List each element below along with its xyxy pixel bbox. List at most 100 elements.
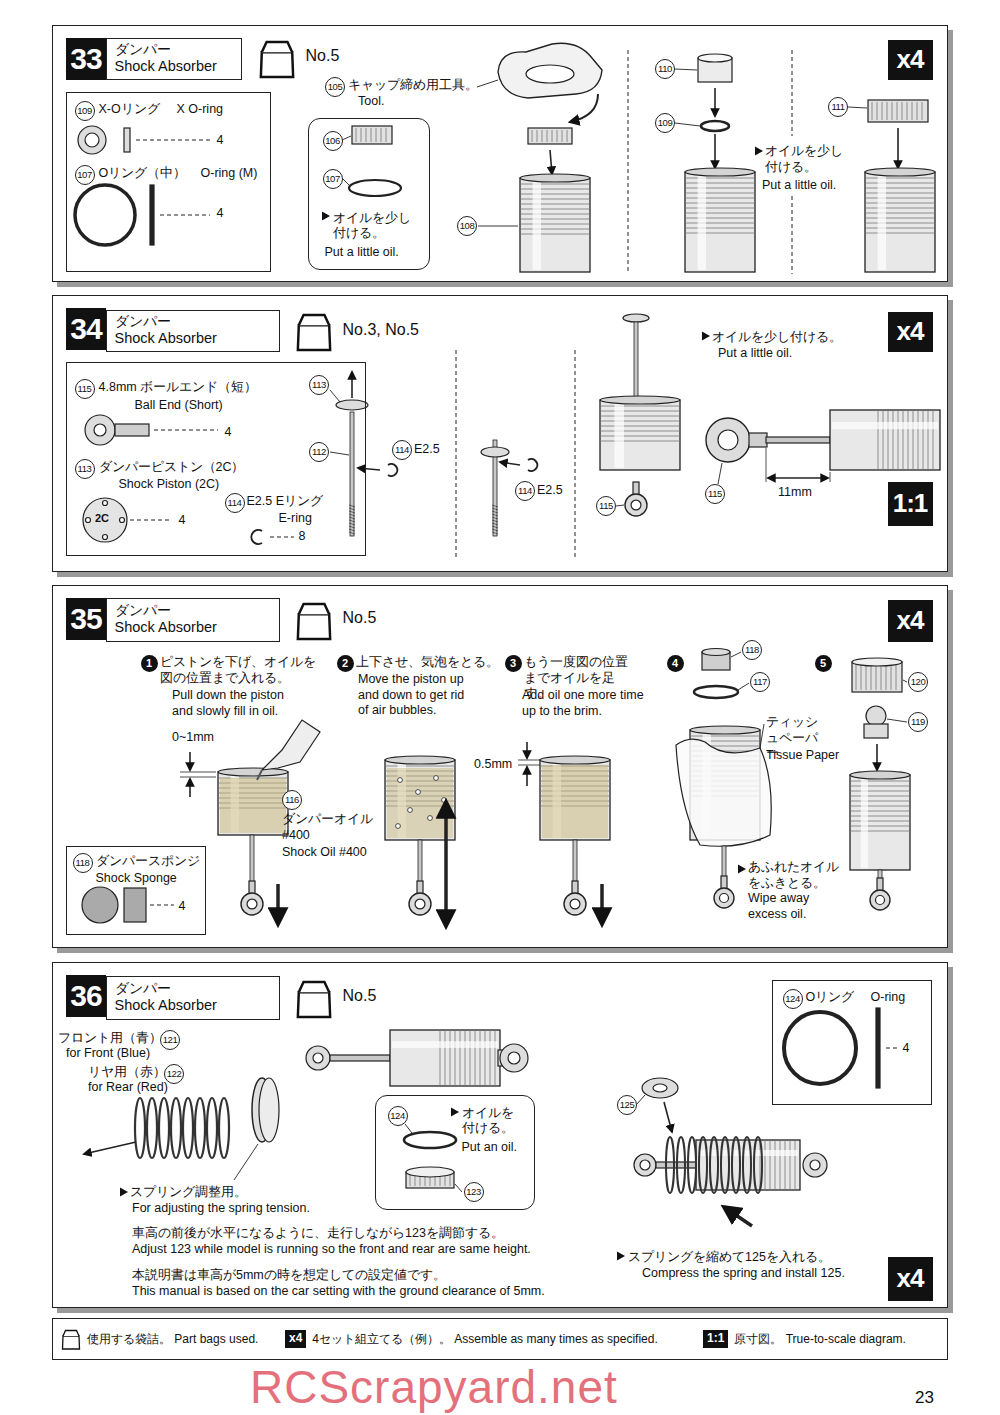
- arrow: [84, 1142, 136, 1154]
- note-text: スプリング調整用。: [130, 1185, 247, 1201]
- turn-arrow: [570, 94, 598, 122]
- detail-callout-box: 124オイルを付ける。Put an oil.123: [375, 1095, 535, 1210]
- cap-ridge: [376, 128, 377, 142]
- spring-coil: [207, 1098, 217, 1158]
- cap-ridge: [542, 130, 543, 142]
- body-ridge: [490, 1030, 491, 1086]
- note-text: Put an oil.: [462, 1140, 518, 1156]
- body-ridge: [460, 1030, 461, 1086]
- ball-end: [306, 1046, 330, 1070]
- note-text: Add oil one more time up to the brim.: [522, 688, 644, 719]
- bag-body: [297, 614, 329, 639]
- legend-text: 原寸図。 True-to-scale diagram.: [734, 1331, 906, 1348]
- body-ridge: [520, 219, 590, 220]
- arrow: [358, 468, 380, 470]
- ball-end-hole: [720, 894, 729, 903]
- body-highlight: [533, 180, 541, 270]
- body-ridge: [850, 796, 910, 797]
- body-ridge: [893, 410, 894, 470]
- callout-number: 115: [705, 484, 725, 504]
- dashed-line: [154, 430, 218, 431]
- cap-ridge: [562, 130, 563, 142]
- note-text: ダンパーオイル #400: [282, 812, 374, 843]
- dashed-line: [160, 215, 210, 216]
- count-badge: x4: [888, 40, 933, 80]
- cap-ridge: [552, 130, 553, 142]
- callout-number: 109: [655, 113, 675, 133]
- arrow: [714, 88, 716, 116]
- motion-arrow: [600, 884, 604, 924]
- body-top: [685, 168, 755, 176]
- piston: [336, 400, 368, 410]
- note-text: 8: [299, 529, 306, 545]
- body-ridge: [520, 184, 590, 185]
- dashed-line: [792, 196, 793, 274]
- count-text: x4: [897, 316, 924, 347]
- note-text: オイルを付ける。: [462, 1106, 524, 1137]
- bag-body: [260, 52, 292, 77]
- count-text: 1:1: [893, 488, 928, 519]
- callout-number: 109: [75, 101, 95, 121]
- body-ridge: [520, 204, 590, 205]
- step-title: ダンパー: [115, 42, 233, 58]
- body-ridge: [865, 228, 935, 229]
- air-bubble: [428, 816, 433, 821]
- shock-body: [600, 400, 680, 470]
- cap: [868, 100, 928, 122]
- body-ridge: [775, 1140, 776, 1190]
- cap-ridge: [902, 102, 903, 120]
- step-number: 4: [672, 658, 678, 669]
- spring-coil: [135, 1098, 145, 1158]
- note-text: Put a little oil.: [718, 346, 792, 362]
- cap-ridge: [892, 102, 893, 120]
- bag-body: [297, 325, 329, 350]
- callout-number: 114: [515, 481, 535, 501]
- shock-body: [850, 775, 910, 870]
- legend-badge: x4: [285, 1330, 306, 1348]
- ball-end: [409, 893, 431, 915]
- legend-badge: 1:1: [703, 1330, 728, 1348]
- legend-box: 使用する袋詰。 Part bags used.x44セット組立てる（例）。 As…: [52, 1318, 948, 1360]
- dimension-line: [518, 765, 540, 766]
- thread: [349, 529, 355, 531]
- cap-ridge: [891, 664, 892, 690]
- motion-arrow: [444, 802, 448, 926]
- callout-number: 113: [75, 459, 95, 479]
- callout-number: 110: [655, 59, 675, 79]
- tissue-paper: [676, 739, 771, 846]
- leader-line: [405, 1124, 412, 1133]
- x-o-ring-side: [124, 128, 130, 152]
- body-ridge: [520, 229, 590, 230]
- body-ridge: [685, 213, 755, 214]
- motion-arrow: [276, 884, 280, 924]
- callout-number: 114: [392, 440, 412, 460]
- body-highlight: [878, 174, 886, 270]
- body-top: [600, 396, 680, 404]
- leader-line: [903, 680, 907, 682]
- cap-ridge: [386, 128, 387, 142]
- body-ridge: [600, 416, 680, 417]
- oil: [387, 768, 453, 838]
- body-ridge: [600, 406, 680, 407]
- body-ridge: [520, 224, 590, 225]
- body-ridge: [450, 1030, 451, 1086]
- dashed-line: [886, 1048, 898, 1049]
- legend-sample: [61, 1329, 81, 1350]
- leader-line: [675, 123, 700, 126]
- step-number: 33: [66, 38, 106, 80]
- sponge-top: [82, 887, 118, 923]
- upper-eye: [803, 1153, 827, 1177]
- note-text: E2.5: [537, 483, 563, 499]
- body-ridge: [865, 223, 935, 224]
- leader-line: [342, 136, 351, 140]
- legend-sample: 1:1: [703, 1330, 728, 1348]
- thread: [349, 523, 355, 525]
- ball-end: [564, 893, 586, 915]
- thread: [492, 529, 498, 531]
- pointer-mark: [702, 332, 710, 341]
- callout-number: 107: [323, 169, 343, 189]
- note-text: 11mm: [778, 485, 812, 501]
- arrow: [526, 767, 528, 786]
- oil-stream: [257, 770, 262, 780]
- legend-item: 1:1 原寸図。 True-to-scale diagram.: [703, 1319, 906, 1359]
